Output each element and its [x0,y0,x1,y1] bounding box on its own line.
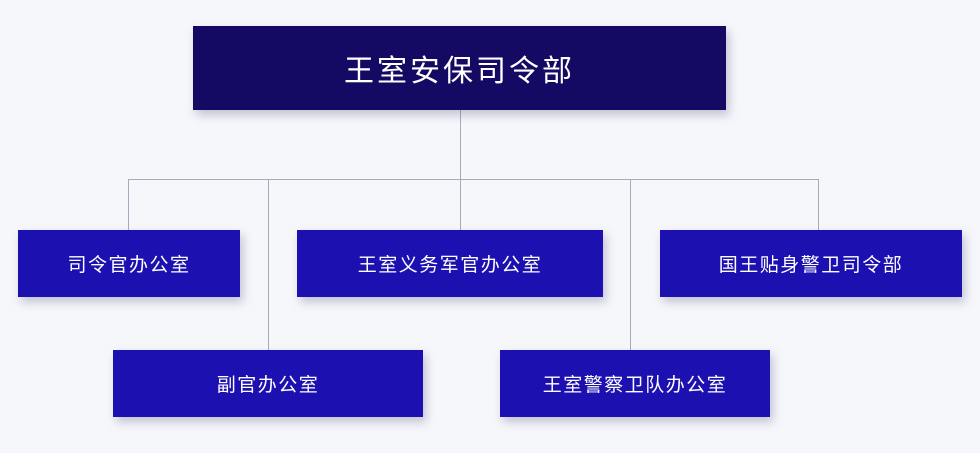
connector-drop-royal-police-guard-office [630,179,631,350]
node-royal-police-guard-office-label: 王室警察卫队办公室 [542,375,728,396]
connector-horizontal-bus [128,179,818,180]
node-kings-bodyguard-command[interactable]: 国王贴身警卫司令部 [660,230,962,297]
node-kings-bodyguard-command-label: 国王贴身警卫司令部 [718,255,904,276]
node-root[interactable]: 王室安保司令部 [193,26,726,110]
connector-drop-commander-office [128,179,129,230]
node-root-label: 王室安保司令部 [344,55,575,88]
node-royal-police-guard-office[interactable]: 王室警察卫队办公室 [500,350,770,417]
node-royal-duty-officer-office[interactable]: 王室义务军官办公室 [297,230,603,297]
connector-drop-royal-duty-officer-office [460,179,461,230]
connector-root-stem [460,110,461,179]
node-royal-duty-officer-office-label: 王室义务军官办公室 [357,255,543,276]
connector-drop-kings-bodyguard-command [818,179,819,230]
node-commander-office[interactable]: 司令官办公室 [18,230,240,297]
node-commander-office-label: 司令官办公室 [67,255,191,276]
node-adjutant-office-label: 副官办公室 [216,375,320,396]
connector-drop-adjutant-office [268,179,269,350]
node-adjutant-office[interactable]: 副官办公室 [113,350,423,417]
